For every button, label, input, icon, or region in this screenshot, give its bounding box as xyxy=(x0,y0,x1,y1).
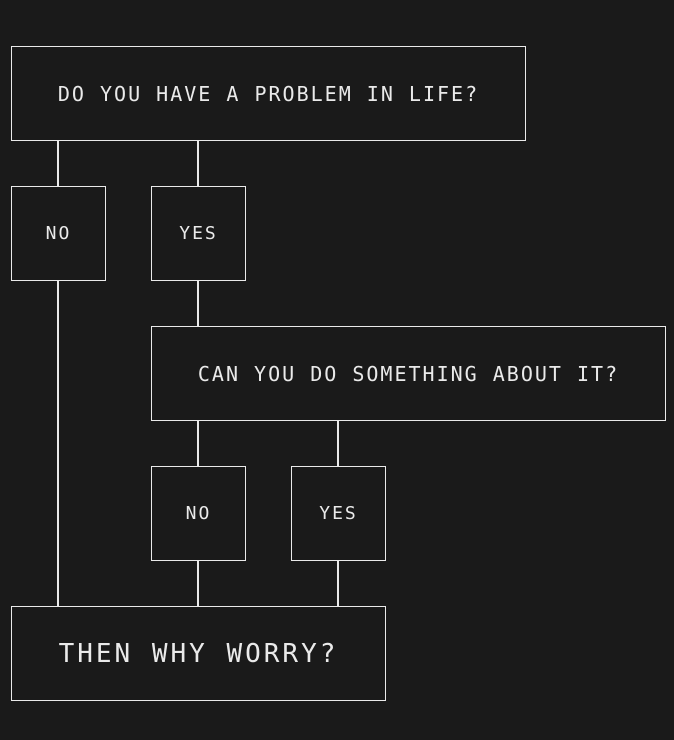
conclusion-box: THEN WHY WORRY? xyxy=(11,606,386,701)
question-box-action: CAN YOU DO SOMETHING ABOUT IT? xyxy=(151,326,666,421)
connector-q1-to-yes xyxy=(197,140,199,187)
connector-q2-no-to-final xyxy=(197,560,199,607)
connector-q2-to-no xyxy=(197,420,199,467)
answer-box-yes-1: YES xyxy=(151,186,246,281)
answer-text-yes-2: YES xyxy=(319,503,358,524)
connector-q2-to-yes xyxy=(337,420,339,467)
question-text-action: CAN YOU DO SOMETHING ABOUT IT? xyxy=(197,361,620,386)
answer-box-no-1: NO xyxy=(11,186,106,281)
answer-text-yes-1: YES xyxy=(179,223,218,244)
question-text-problem: DO YOU HAVE A PROBLEM IN LIFE? xyxy=(57,81,480,106)
connector-yes-to-q2 xyxy=(197,280,199,327)
conclusion-text: THEN WHY WORRY? xyxy=(58,638,339,669)
answer-text-no-2: NO xyxy=(185,503,212,524)
question-box-problem: DO YOU HAVE A PROBLEM IN LIFE? xyxy=(11,46,526,141)
connector-q1-to-no xyxy=(57,140,59,187)
connector-q2-yes-to-final xyxy=(337,560,339,607)
connector-no-to-final xyxy=(57,280,59,607)
answer-text-no-1: NO xyxy=(45,223,72,244)
answer-box-no-2: NO xyxy=(151,466,246,561)
answer-box-yes-2: YES xyxy=(291,466,386,561)
